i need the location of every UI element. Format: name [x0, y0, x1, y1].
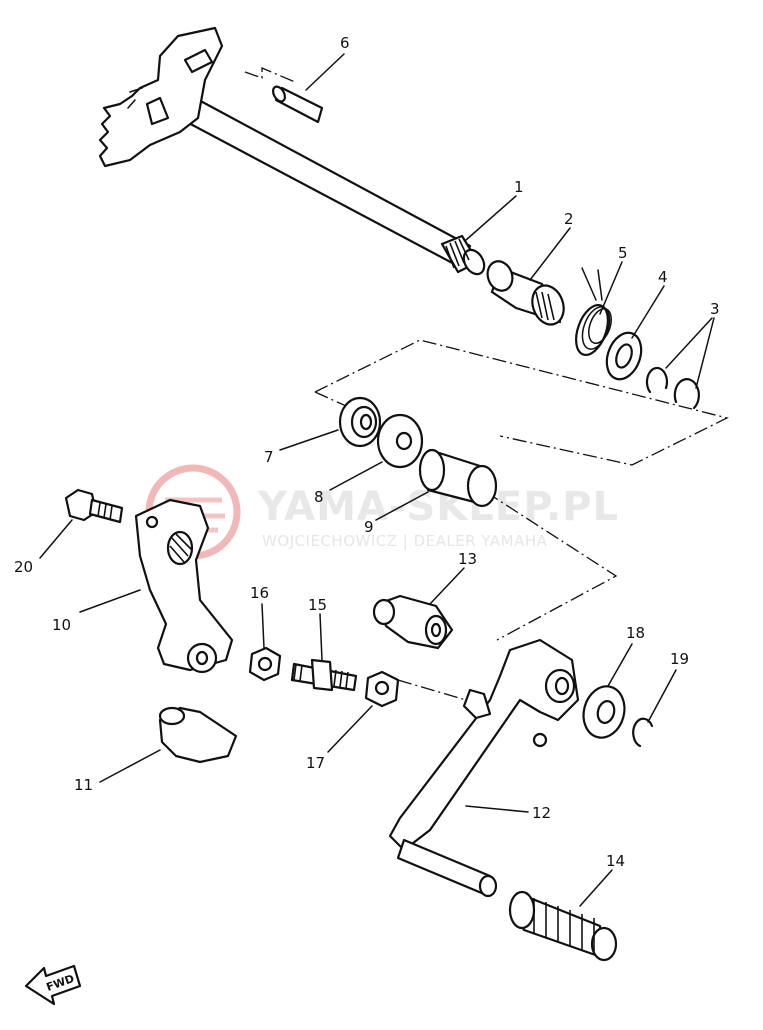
ball-joint-13 — [372, 594, 454, 650]
ball-joint-11 — [158, 706, 238, 764]
bolt-20 — [64, 488, 124, 524]
washer-18 — [582, 685, 626, 739]
callout-11: 11 — [74, 776, 93, 794]
callout-7: 7 — [264, 448, 274, 466]
callout-6: 6 — [340, 34, 350, 52]
shift-shaft — [98, 26, 486, 276]
callout-14: 14 — [606, 852, 625, 870]
callout-9: 9 — [364, 518, 374, 536]
callout-17: 17 — [306, 754, 325, 772]
nut-17 — [364, 670, 400, 708]
callout-16: 16 — [250, 584, 269, 602]
callout-20: 20 — [14, 558, 33, 576]
watermark: YAMA-SKLEP.PL WOJCIECHOWICZ | DEALER YAM… — [145, 464, 618, 560]
spacer-9 — [418, 448, 498, 508]
shift-arm-10 — [134, 498, 234, 674]
spring-5 — [575, 267, 612, 356]
callout-3: 3 — [710, 300, 720, 318]
fwd-arrow: FWD — [24, 964, 82, 1006]
watermark-subtitle: WOJCIECHOWICZ | DEALER YAMAHA — [262, 532, 548, 550]
leader-lines — [39, 53, 715, 907]
bearing-7 — [338, 396, 382, 448]
callout-2: 2 — [564, 210, 574, 228]
callout-18: 18 — [626, 624, 645, 642]
callout-4: 4 — [658, 268, 668, 286]
callout-1: 1 — [514, 178, 524, 196]
circlips-3 — [645, 366, 700, 410]
washer-8 — [376, 413, 424, 469]
callouts: 6 1 2 5 4 3 7 8 9 20 10 11 13 16 15 17 1… — [14, 34, 720, 870]
callout-19: 19 — [670, 650, 689, 668]
callout-8: 8 — [314, 488, 324, 506]
pin-6 — [272, 85, 324, 124]
callout-5: 5 — [618, 244, 628, 262]
callout-15: 15 — [308, 596, 327, 614]
callout-13: 13 — [458, 550, 477, 568]
shift-pedal-12 — [388, 638, 580, 898]
collar-2 — [486, 260, 565, 326]
nut-16 — [248, 646, 282, 682]
adjuster-rod-15 — [290, 658, 358, 692]
rubber-pedal-14 — [508, 890, 618, 962]
washer-4 — [605, 331, 643, 381]
callout-12: 12 — [532, 804, 551, 822]
clip-19 — [632, 717, 654, 748]
callout-10: 10 — [52, 616, 71, 634]
